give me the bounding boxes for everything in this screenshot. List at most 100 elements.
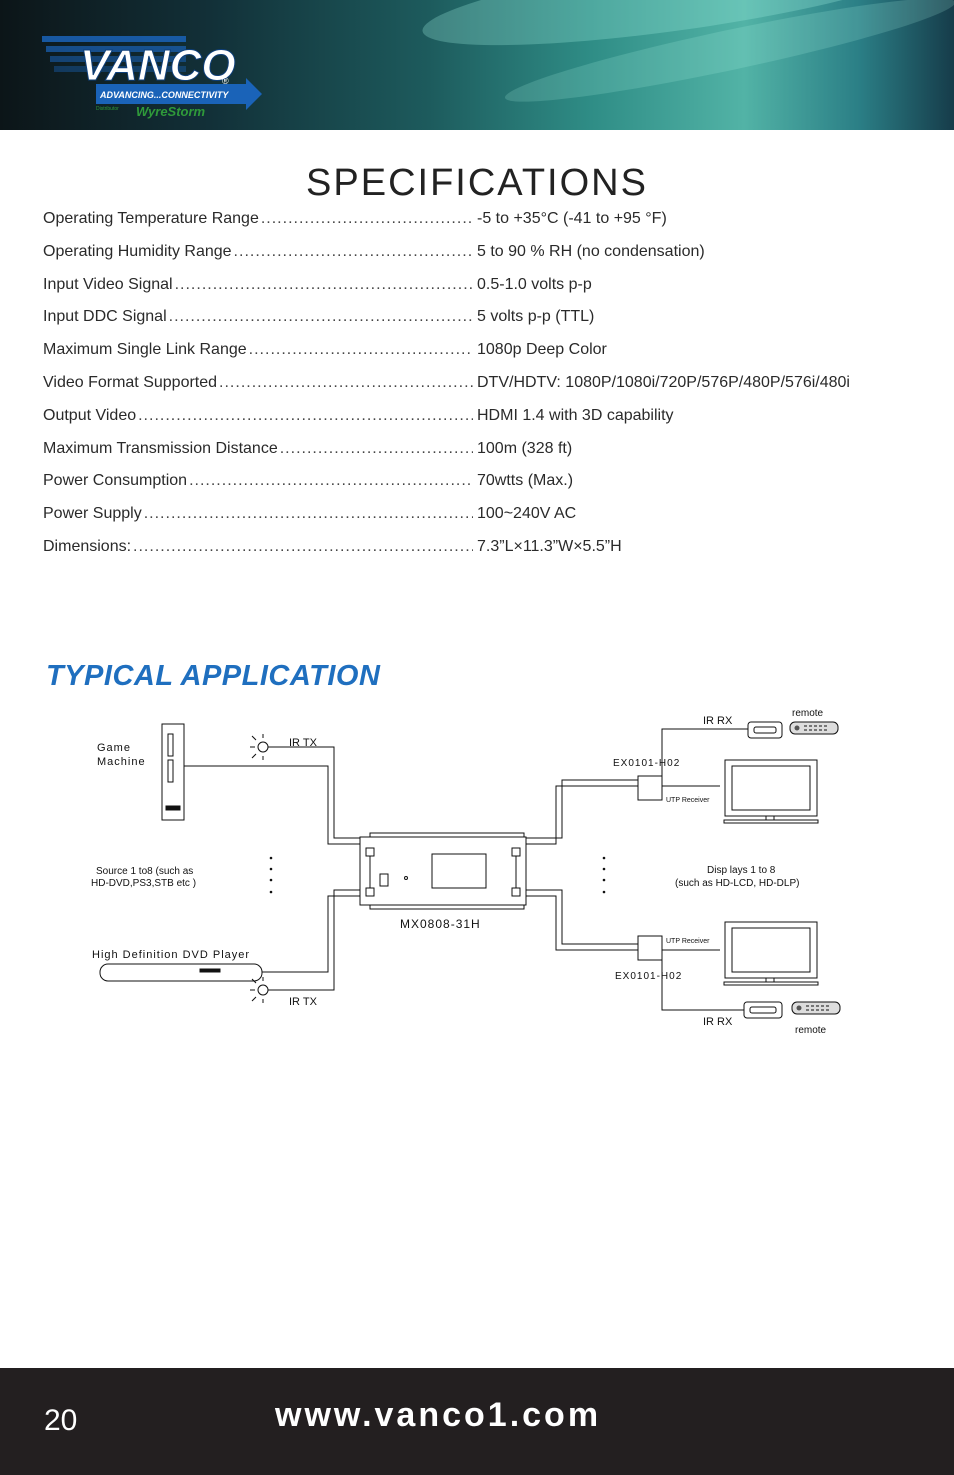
ir-receiver-icon [747, 721, 783, 739]
spec-row: Maximum Single Link Range...............… [43, 341, 923, 374]
spec-label: Input Video Signal [43, 275, 173, 293]
spec-value: 5 volts p-p (TTL) [477, 308, 595, 326]
logo-tagline: ADVANCING...CONNECTIVITY [99, 90, 229, 100]
extender-label: EX0101-H02 [615, 971, 682, 982]
spec-value: 7.3”L×11.3”W×5.5”H [477, 537, 622, 555]
matrix-label: MX0808-31H [400, 917, 481, 931]
dot-leader: ........................................… [233, 242, 473, 260]
header-banner: VANCO ® ADVANCING...CONNECTIVITY Distrib… [0, 0, 954, 130]
extender-label: EX0101-H02 [613, 758, 680, 769]
dot-leader: ........................................… [143, 505, 473, 523]
typical-application-diagram: Game Machine IR TX Source 1 to8 (such as… [91, 708, 841, 1036]
spec-row: Input Video Signal .....................… [43, 276, 923, 309]
game-machine-icon [161, 723, 185, 821]
spec-label-cell: Operating Humidity Range ...............… [43, 243, 473, 261]
spec-label-cell: Maximum Transmission Distance...........… [43, 440, 473, 458]
displays-label: (such as HD-LCD, HD-DLP) [675, 878, 799, 889]
specifications-title: SPECIFICATIONS [306, 162, 648, 204]
ir-emitter-icon [250, 734, 288, 760]
spec-label-cell: Power Consumption ......................… [43, 472, 473, 490]
spec-row: Power Supply ...........................… [43, 505, 923, 538]
dot-leader: ........................................… [279, 439, 473, 457]
footer-bar: 20 www.vanco1.com [0, 1368, 954, 1475]
spec-value: -5 to +35°C (-41 to +95 °F) [477, 210, 667, 227]
spec-label-cell: Input Video Signal .....................… [43, 276, 473, 294]
source-label: HD-DVD,PS3,STB etc ) [91, 878, 196, 889]
game-machine-label: Game [97, 742, 131, 754]
dot-leader: ........................................… [189, 472, 473, 490]
registered-mark: ® [222, 76, 229, 86]
source-label: Source 1 to8 (such as [96, 866, 193, 877]
spec-value: HDMI 1.4 with 3D capability [477, 406, 674, 424]
display-icon [723, 759, 819, 824]
ir-rx-label: IR RX [703, 1016, 733, 1028]
dot-leader: ........................................… [219, 373, 473, 391]
dot-leader: ........................................… [174, 275, 473, 293]
spec-label: Dimensions: [43, 537, 132, 555]
ir-tx-label: IR TX [289, 996, 318, 1008]
spec-row: Operating Temperature Range.............… [43, 210, 923, 243]
spec-row: Output Video ...........................… [43, 407, 923, 440]
spec-label: Maximum Single Link Range [43, 341, 247, 359]
spec-label-cell: Operating Temperature Range.............… [43, 210, 473, 228]
spec-label-cell: Power Supply ...........................… [43, 505, 473, 523]
utp-receiver-label: UTP Receiver [666, 938, 710, 945]
logo-wordmark: VANCO [80, 41, 236, 90]
partner-logo: WyreStorm [136, 104, 206, 119]
spec-value: 0.5-1.0 volts p-p [477, 275, 592, 293]
spec-label: Operating Temperature Range [43, 210, 259, 227]
ir-receiver-icon [743, 1001, 783, 1019]
spec-label: Input DDC Signal [43, 308, 167, 326]
typical-application-title: TYPICAL APPLICATION [46, 660, 381, 692]
game-machine-label: Machine [97, 756, 146, 768]
ir-emitter-icon [250, 977, 288, 1003]
spec-label: Operating Humidity Range [43, 242, 232, 260]
remote-label: remote [795, 1025, 827, 1036]
ir-rx-label: IR RX [703, 715, 733, 727]
spec-value: 100~240V AC [477, 505, 577, 523]
remote-control-icon [791, 1001, 841, 1015]
spec-label-cell: Output Video ...........................… [43, 407, 473, 425]
page-number: 20 [44, 1404, 78, 1437]
dot-leader: ........................................… [138, 406, 473, 424]
dot-leader: ........................................… [248, 341, 473, 359]
spec-row: Video Format Supported..................… [43, 374, 923, 407]
spec-label-cell: Dimensions: ............................… [43, 538, 473, 556]
spec-row: Dimensions: ............................… [43, 538, 923, 571]
spec-label: Power Consumption [43, 472, 188, 490]
spec-label-cell: Maximum Single Link Range...............… [43, 341, 473, 359]
remote-label: remote [792, 708, 824, 719]
website-url: www.vanco1.com [275, 1396, 602, 1434]
partner-prefix: Distributor [96, 106, 119, 112]
dot-leader: ........................................… [168, 308, 473, 326]
remote-control-icon [789, 721, 839, 735]
utp-receiver-icon [637, 935, 663, 961]
spec-label: Maximum Transmission Distance [43, 439, 278, 457]
spec-value: 1080p Deep Color [477, 341, 607, 359]
dvd-player-label: High Definition DVD Player [92, 949, 250, 961]
spec-value: DTV/HDTV: 1080P/1080i/720P/576P/480P/576… [477, 373, 850, 391]
spec-label-cell: Input DDC Signal........................… [43, 308, 473, 326]
spec-label: Output Video [43, 406, 137, 424]
spec-value: 100m (328 ft) [477, 439, 573, 457]
display-icon [723, 921, 819, 986]
spec-label: Power Supply [43, 505, 142, 523]
spec-value: 70wtts (Max.) [477, 472, 574, 490]
spec-row: Maximum Transmission Distance...........… [43, 440, 923, 473]
spec-value: 5 to 90 % RH (no condensation) [477, 242, 705, 260]
dvd-player-icon [99, 963, 263, 982]
spec-row: Power Consumption ......................… [43, 472, 923, 505]
displays-label: Disp lays 1 to 8 [707, 865, 776, 876]
spec-label-cell: Video Format Supported..................… [43, 374, 473, 392]
vanco-logo: VANCO ® ADVANCING...CONNECTIVITY Distrib… [42, 36, 262, 119]
dot-leader: ........................................… [260, 210, 473, 227]
dot-leader: ........................................… [133, 537, 473, 555]
utp-receiver-label: UTP Receiver [666, 797, 710, 804]
spec-label: Video Format Supported [43, 373, 218, 391]
utp-receiver-icon [637, 775, 663, 801]
spec-row: Operating Humidity Range ...............… [43, 243, 923, 276]
matrix-switcher-icon [359, 832, 527, 910]
spec-row: Input DDC Signal........................… [43, 308, 923, 341]
ir-tx-label: IR TX [289, 737, 318, 749]
specifications-list: Operating Temperature Range.............… [43, 210, 923, 571]
